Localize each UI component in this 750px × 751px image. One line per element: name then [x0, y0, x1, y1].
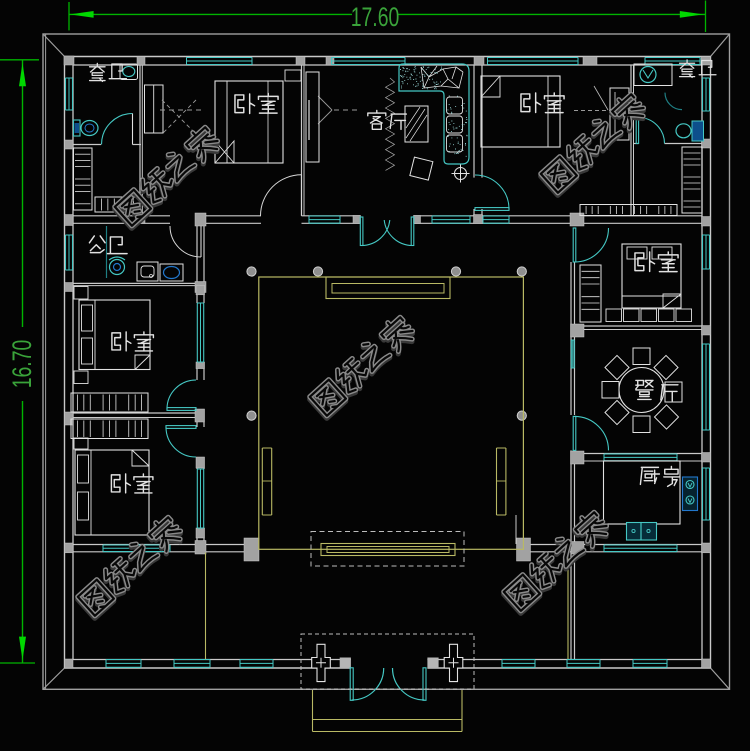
- svg-text:17.60: 17.60: [351, 2, 400, 32]
- svg-text:16.70: 16.70: [7, 340, 37, 389]
